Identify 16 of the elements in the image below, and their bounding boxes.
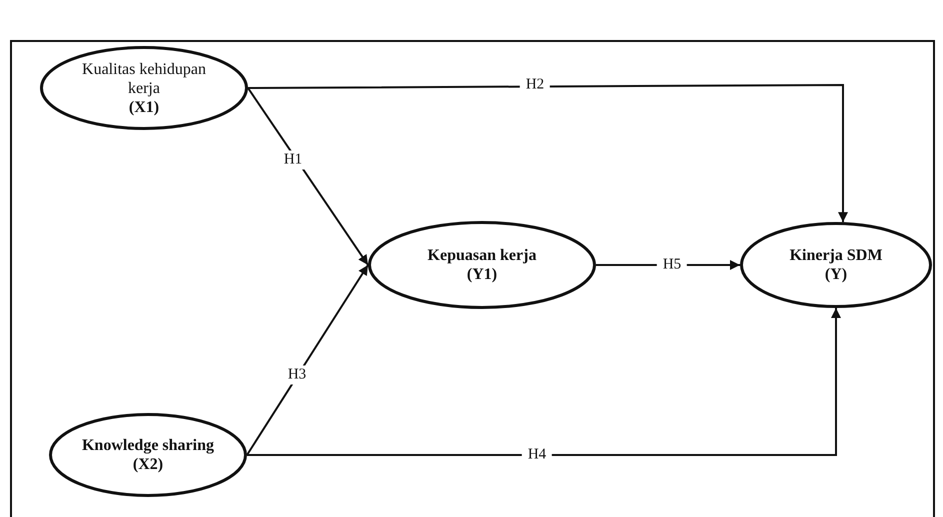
node-label: Kualitas kehidupan kerja bbox=[81, 60, 207, 98]
arrow bbox=[247, 308, 841, 456]
node-label: (X2) bbox=[132, 455, 164, 474]
ellipse-node bbox=[49, 413, 247, 497]
node-label: Kepuasan kerja bbox=[428, 246, 536, 265]
ellipse-node bbox=[740, 222, 932, 308]
node-label: Knowledge sharing bbox=[82, 436, 214, 455]
node-label: (X1) bbox=[128, 98, 160, 116]
arrow bbox=[247, 87, 369, 266]
ellipse-node bbox=[368, 221, 596, 309]
arrow bbox=[248, 84, 848, 222]
node-label: (Y) bbox=[824, 265, 848, 284]
arrow bbox=[246, 264, 369, 456]
ellipse-node bbox=[40, 46, 248, 130]
node-label: Kinerja SDM bbox=[790, 246, 882, 265]
node-label: (Y1) bbox=[466, 265, 498, 284]
